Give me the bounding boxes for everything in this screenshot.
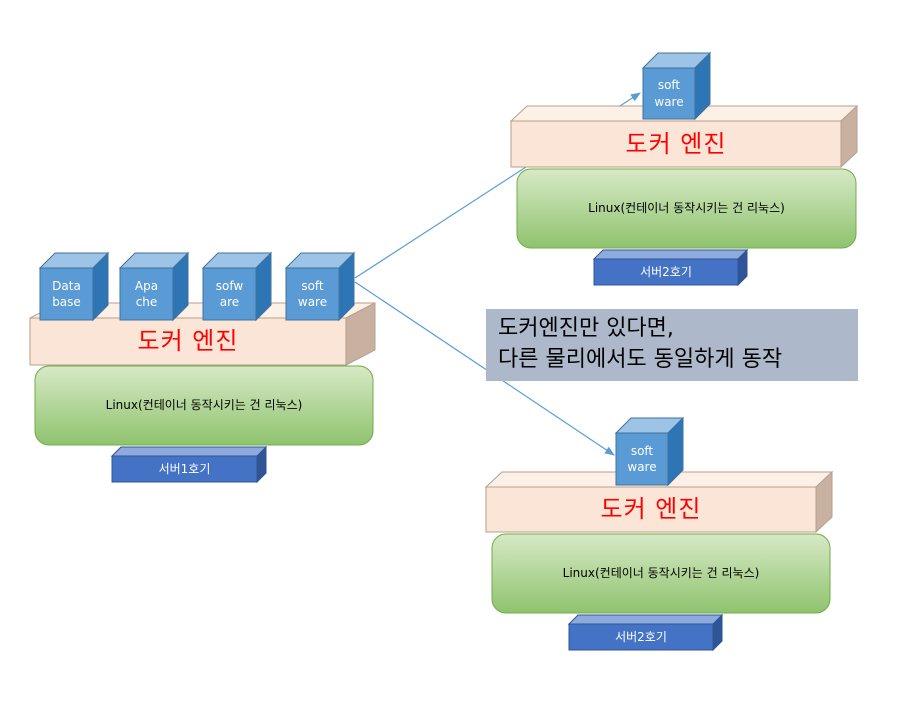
top-right-engine-label: 도커 엔진 xyxy=(625,129,727,158)
callout-line-2: 다른 물리에서도 동일하게 동작 xyxy=(498,347,783,372)
left-cube-database-label: Data base xyxy=(52,278,81,309)
left-linux-label: Linux(컨테이너 동작시키는 건 리눅스) xyxy=(105,398,303,413)
bottom-right-server-stack xyxy=(484,416,834,652)
arrow-to-bottom-server xyxy=(354,281,615,456)
left-engine-label: 도커 엔진 xyxy=(137,327,239,356)
top-right-server-stack xyxy=(509,51,859,287)
left-cube-database xyxy=(38,251,110,322)
left-cube-sofware xyxy=(201,251,273,322)
left-cube-apache-label: Apa che xyxy=(134,278,159,309)
bottom-right-cube-software xyxy=(614,416,685,487)
callout-line-1: 도커엔진만 있다면, xyxy=(498,316,674,341)
top-right-linux-label: Linux(컨테이너 동작시키는 건 리눅스) xyxy=(588,201,785,216)
left-cube-apache xyxy=(118,251,190,322)
left-cube-sofware-label: sofw are xyxy=(215,278,244,309)
bottom-right-linux-label: Linux(컨테이너 동작시키는 건 리눅스) xyxy=(562,566,760,581)
callout-box: 도커엔진만 있다면, 다른 물리에서도 동일하게 동작 xyxy=(486,309,858,381)
left-server-stack xyxy=(29,251,376,484)
left-server-label: 서버1호기 xyxy=(158,461,211,476)
left-linux-box xyxy=(34,365,374,446)
top-right-linux-box xyxy=(516,168,857,249)
left-server-box xyxy=(110,445,268,484)
top-right-server-label: 서버2호기 xyxy=(640,264,692,279)
top-right-cube-software-label: soft ware xyxy=(654,78,684,109)
bottom-right-engine-label: 도커 엔진 xyxy=(600,495,702,524)
bottom-right-server-box xyxy=(567,613,724,652)
bottom-right-cube-software-label: soft ware xyxy=(627,443,657,474)
top-right-cube-software xyxy=(641,51,712,121)
top-right-server-box xyxy=(592,248,749,287)
bottom-right-linux-box xyxy=(491,533,831,614)
bottom-right-server-label: 서버2호기 xyxy=(615,629,667,644)
left-cube-software xyxy=(284,251,356,322)
left-cube-software-label: soft ware xyxy=(297,278,328,309)
